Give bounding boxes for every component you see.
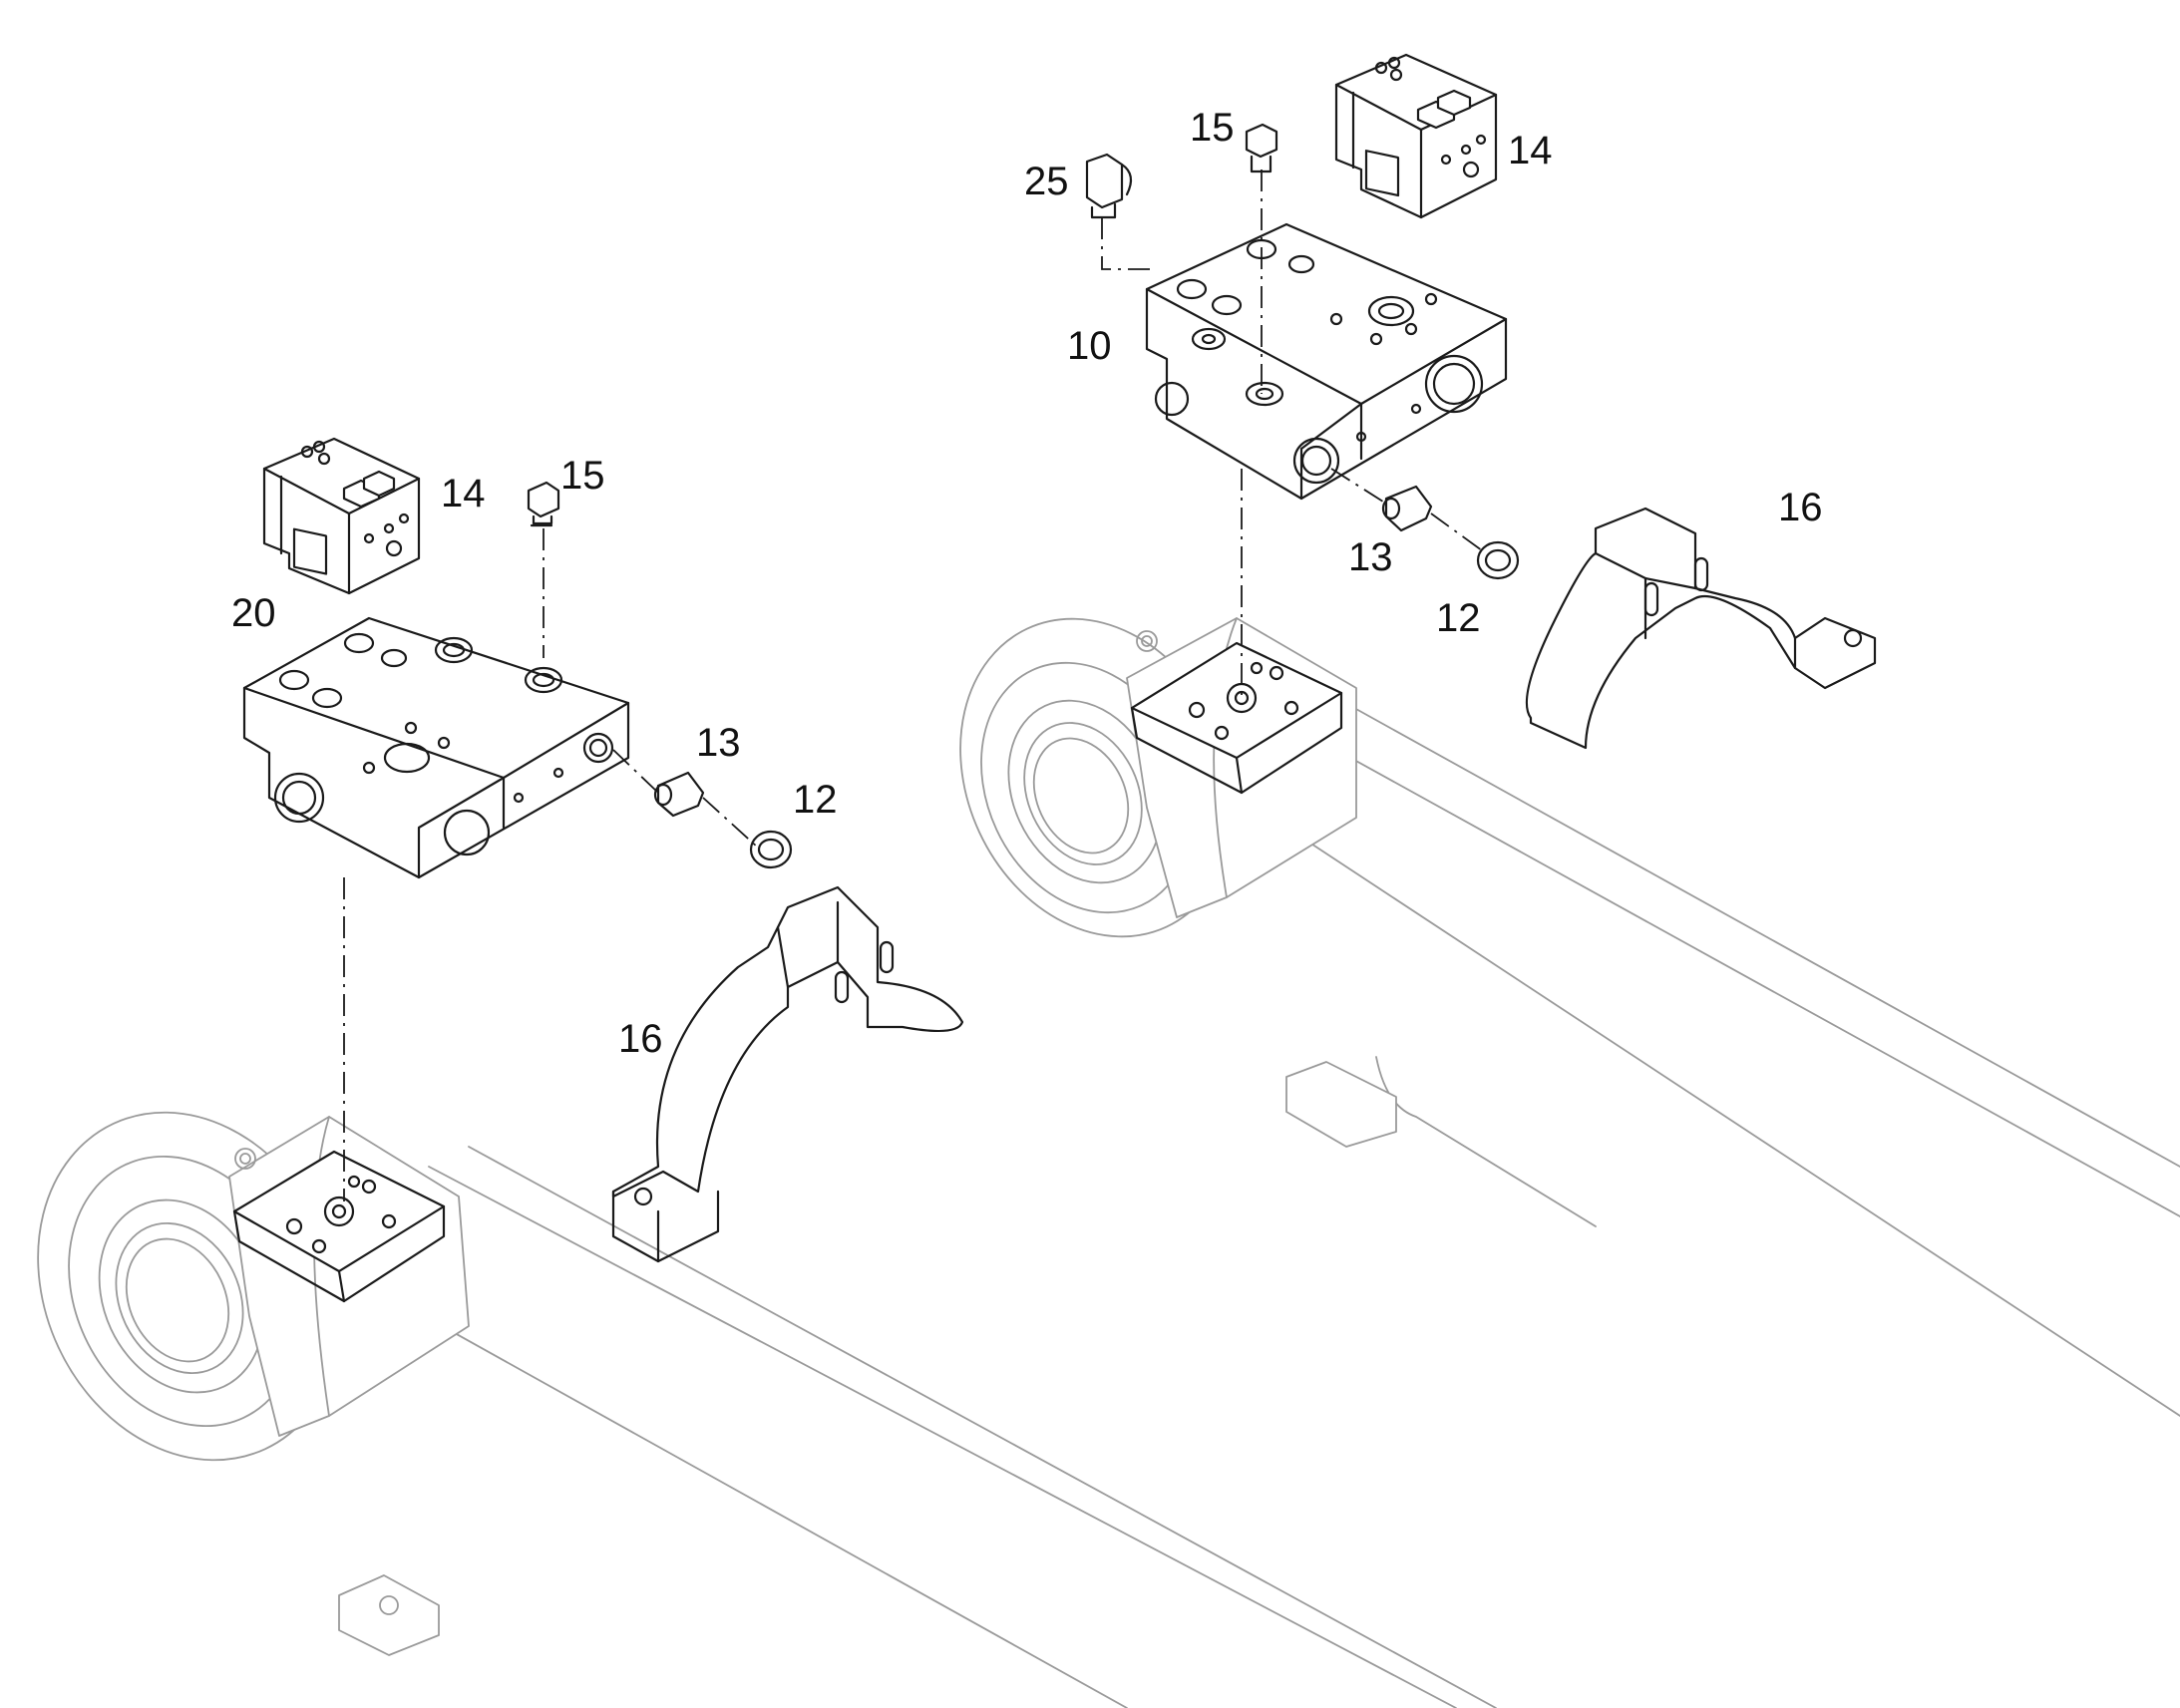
callout-left-20: 20 (231, 591, 276, 635)
callout-right-13: 13 (1348, 535, 1393, 579)
callout-left-15: 15 (560, 454, 605, 498)
callout-left-16: 16 (618, 1017, 663, 1061)
callout-left-12: 12 (793, 778, 838, 822)
callout-right-12: 12 (1436, 596, 1481, 640)
callout-right-10: 10 (1067, 324, 1112, 368)
right-solenoid-valve (1334, 53, 1498, 219)
left-fitting-15 (527, 481, 560, 527)
left-clamp-16 (611, 885, 964, 1263)
right-plug-12 (1476, 540, 1520, 580)
left-valve-block (242, 616, 630, 879)
callout-left-13: 13 (696, 721, 741, 765)
right-hydraulic-cylinder (959, 617, 2180, 1417)
callout-right-25: 25 (1024, 160, 1069, 203)
callout-right-16: 16 (1778, 486, 1823, 529)
right-fitting-25 (1085, 153, 1133, 219)
left-solenoid-valve (262, 437, 421, 595)
centerlines (343, 170, 1487, 1201)
right-plug-13 (1381, 485, 1433, 532)
callout-left-14: 14 (441, 472, 486, 515)
callout-right-15: 15 (1190, 106, 1235, 150)
right-fitting-15 (1245, 123, 1278, 173)
callout-right-14: 14 (1508, 129, 1553, 172)
left-hydraulic-cylinder (37, 1111, 1497, 1708)
left-callouts: 14 15 20 13 12 16 (231, 454, 838, 1061)
right-clamp-16 (1525, 507, 1877, 750)
left-plug-13 (653, 771, 705, 818)
right-valve-block (1145, 222, 1508, 501)
left-plug-12 (749, 830, 793, 869)
right-callouts: 15 25 14 10 13 12 16 (1024, 106, 1823, 640)
